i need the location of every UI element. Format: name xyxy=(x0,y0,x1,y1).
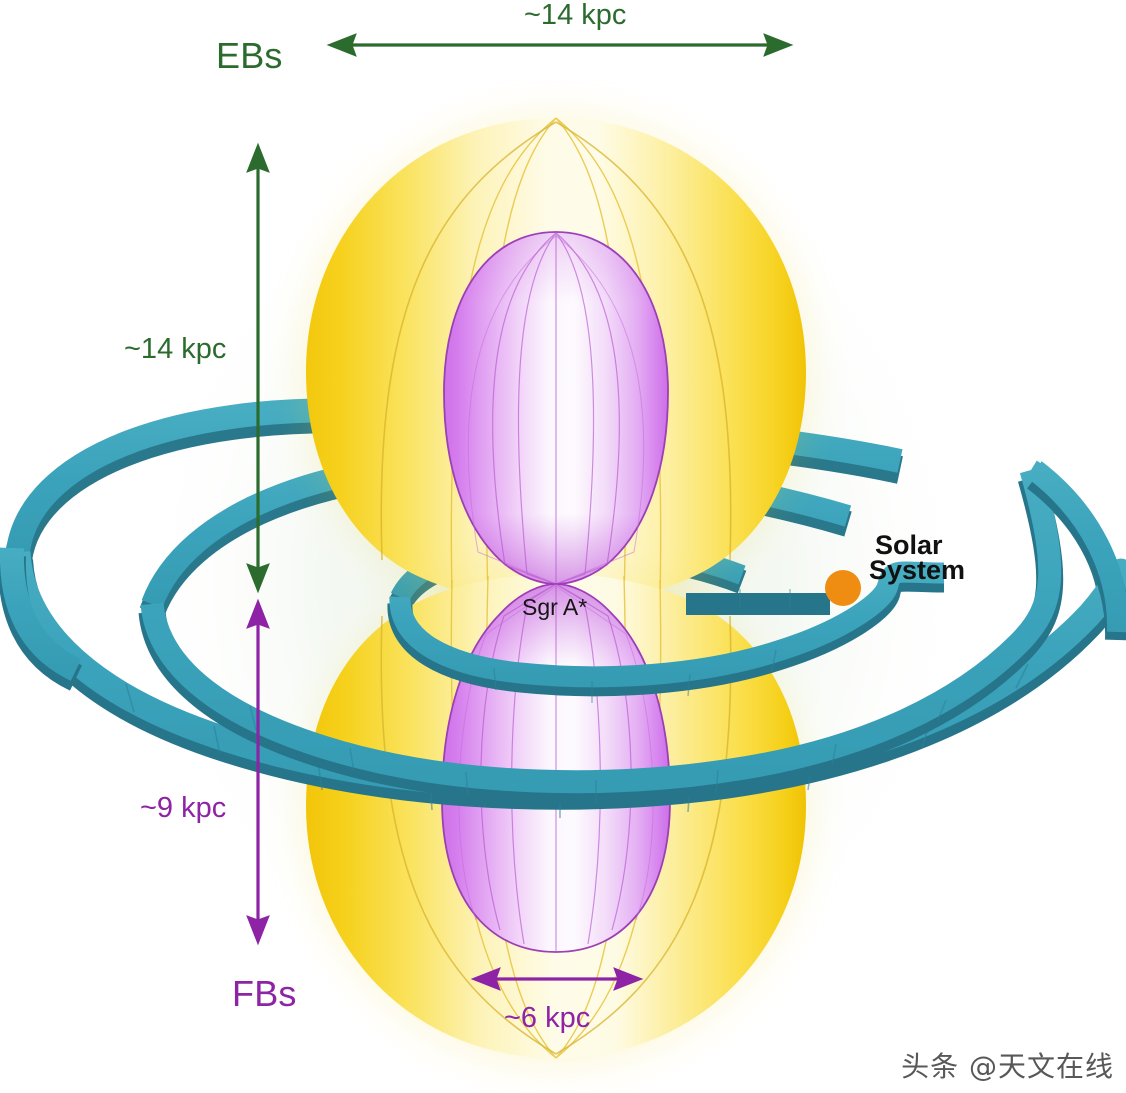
spiral-arm-solar-stub xyxy=(686,588,830,615)
measurement-eb-height: ~14 kpc xyxy=(124,333,227,365)
watermark: 头条 @天文在线 xyxy=(901,1050,1114,1083)
spiral-arms-front xyxy=(0,461,1126,818)
measurement-fb-height: ~9 kpc xyxy=(140,792,227,824)
spiral-arm-core-front xyxy=(387,561,945,703)
solar-system-label-line1: Solar xyxy=(875,530,943,560)
arrow-fb-width xyxy=(470,967,644,991)
arrow-eb-height xyxy=(246,142,270,594)
annotation-arrows xyxy=(246,33,794,991)
spiral-arm-far-right xyxy=(1026,461,1126,641)
fermi-bubble-top xyxy=(443,231,669,585)
spiral-arm-left-tip xyxy=(0,547,83,691)
eb-label: EBs xyxy=(216,35,283,76)
solar-system-marker[interactable] xyxy=(825,570,861,606)
fb-label: FBs xyxy=(232,973,297,1014)
measurement-eb-width: ~14 kpc xyxy=(524,0,627,31)
sgr-a-star-label: Sgr A* xyxy=(522,594,588,620)
arrow-eb-width xyxy=(326,33,794,57)
spiral-arm-inner-front xyxy=(138,466,1064,804)
measurement-fb-width: ~6 kpc xyxy=(504,1002,591,1034)
solar-system-label-line2: System xyxy=(869,555,966,585)
arrow-fb-height xyxy=(246,598,270,946)
